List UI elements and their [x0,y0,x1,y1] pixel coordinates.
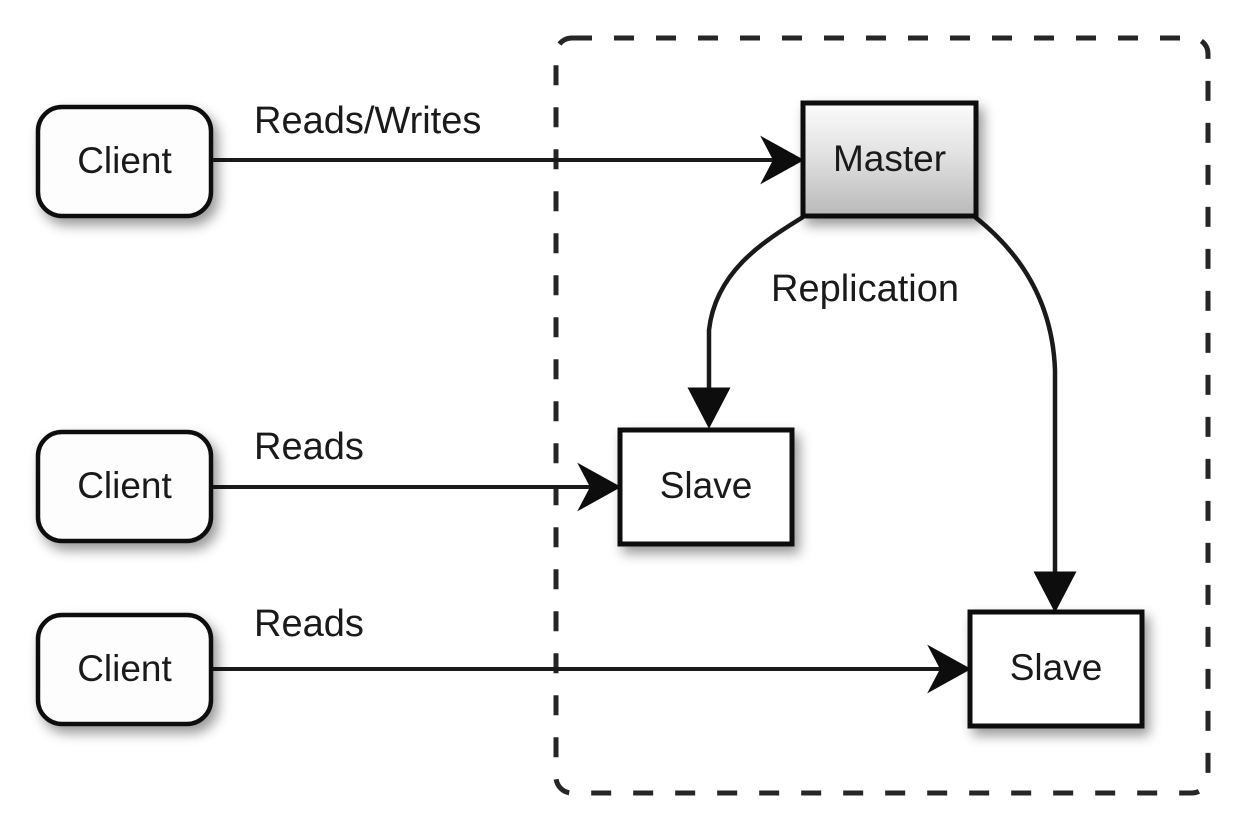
node-client-2[interactable]: Client [35,429,214,544]
database-cluster-boundary [553,35,1211,796]
client-1-label: Client [77,140,172,181]
node-slave-middle[interactable]: Slave [617,427,795,547]
node-client-1[interactable]: Client [35,104,214,219]
client-2-shape [35,429,214,544]
client-2-label: Client [77,465,172,506]
slave-middle-shape [617,427,795,547]
slave-bottom-label: Slave [1010,647,1103,688]
slave-bottom-shape [967,609,1145,729]
edge-replication-to-slave-middle [687,215,805,429]
edge-label-reads-writes: Reads/Writes [254,100,481,142]
node-master[interactable]: Master [800,100,979,219]
master-label: Master [833,138,946,179]
edge-label-reads-bottom: Reads [254,603,364,645]
master-shape [800,100,979,219]
edge-label-replication: Replication [771,268,959,310]
edge-label-reads-middle: Reads [254,426,364,468]
client-3-shape [35,612,214,727]
client-1-shape [35,104,214,219]
edge-replication-to-slave-bottom [973,215,1077,613]
node-slave-bottom[interactable]: Slave [967,609,1145,729]
client-3-label: Client [77,648,172,689]
node-client-3[interactable]: Client [35,612,214,727]
slave-middle-label: Slave [660,465,753,506]
